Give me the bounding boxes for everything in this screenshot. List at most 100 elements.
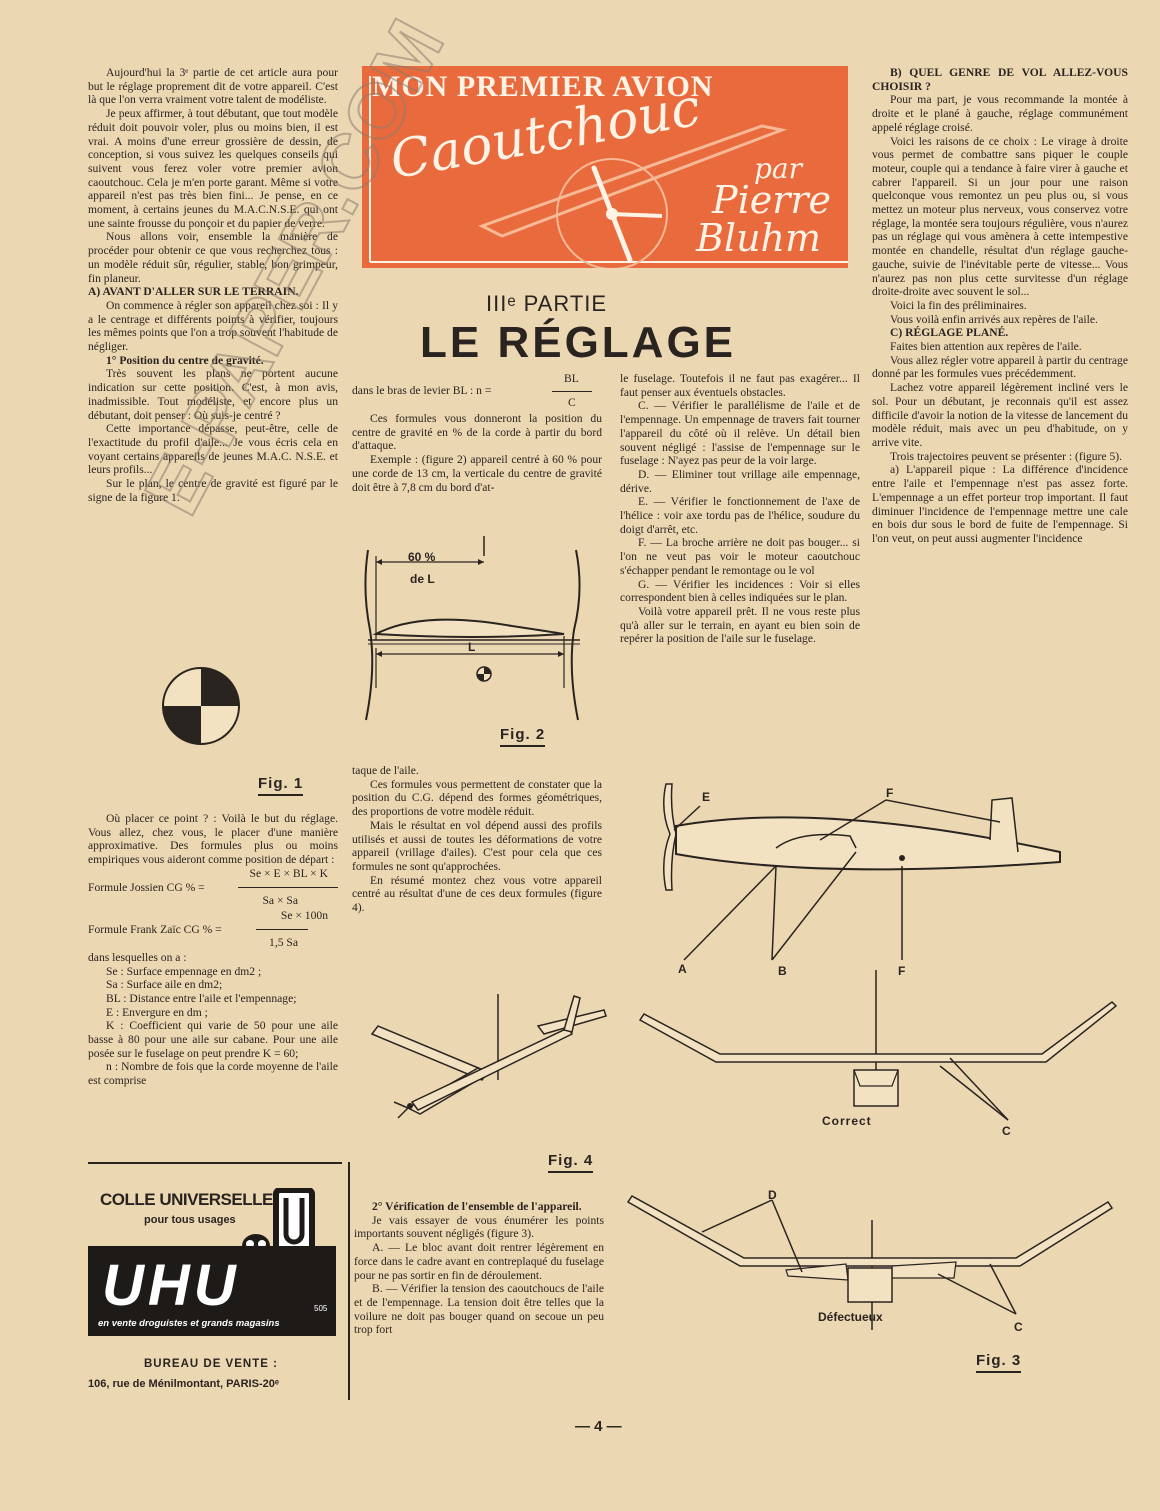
- fig4-label: Fig. 4: [548, 1152, 593, 1173]
- banner-title: MON PREMIER AVION: [372, 70, 714, 103]
- fig3-label-d: D: [768, 1188, 777, 1202]
- formula-frank: Se × 100n Formule Frank Zaïc CG % = 1,5 …: [88, 909, 338, 951]
- fig3-checkpoints-diagram: [626, 783, 1118, 1330]
- ad-top-rule: [88, 1162, 342, 1164]
- paragraph: Voilà votre appareil prêt. Il ne vous re…: [620, 604, 860, 646]
- paragraph: Nous allons voir, ensemble la manière de…: [88, 230, 338, 285]
- ad-office: BUREAU DE VENTE :: [144, 1358, 278, 1370]
- section-heading: 2° Vérification de l'ensemble de l'appar…: [372, 1200, 582, 1213]
- formula-numerator: Se × 100n: [280, 908, 328, 922]
- banner-by: par: [754, 152, 803, 185]
- paragraph: Faites bien attention aux repères de l'a…: [890, 340, 1082, 354]
- paragraph: dans lesquelles on a :: [88, 950, 187, 964]
- paragraph: Cette importance dépasse, peut-être, cel…: [88, 422, 338, 477]
- fig3-defect-caption: Défectueux: [818, 1310, 883, 1324]
- fig3-label-c-top: C: [1002, 1124, 1011, 1138]
- formula-denominator: Sa × Sa: [262, 893, 298, 907]
- fig3-label: Fig. 3: [976, 1352, 1021, 1373]
- paragraph: Très souvent les plans ne portent aucune…: [88, 367, 338, 422]
- fig3-label-f-top: F: [886, 786, 894, 800]
- fig2-wing-profile: [364, 536, 581, 721]
- paragraph: On commence à régler son appareil chez s…: [88, 298, 338, 354]
- ad-code: 505: [314, 1304, 328, 1313]
- section-heading: B) QUEL GENRE DE VOL ALLEZ-VOUS CHOISIR …: [872, 66, 1128, 93]
- ad-tagline: en vente droguistes et grands magasins: [98, 1318, 280, 1329]
- fraction-bar: [238, 886, 338, 888]
- paragraph: le fuselage. Toutefois il ne faut pas ex…: [620, 372, 860, 399]
- paragraph: Pour ma part, je vous recommande la mont…: [872, 93, 1128, 134]
- fig1-label: Fig. 1: [258, 775, 303, 796]
- paragraph: B. — Vérifier la tension des caoutchoucs…: [354, 1282, 604, 1337]
- ad-headline: COLLE UNIVERSELLE: [100, 1190, 273, 1209]
- column-1: Aujourd'hui la 3ᵉ partie de cet article …: [88, 66, 338, 505]
- fig2-pct-label: 60 %: [408, 550, 436, 564]
- paragraph: Lachez votre appareil légèrement incliné…: [872, 381, 1128, 449]
- column-2-bottom: 2° Vérification de l'ensemble de l'appar…: [354, 1200, 604, 1337]
- uhu-advertisement: COLLE UNIVERSELLE pour tous usages UHU 5…: [88, 1162, 342, 1398]
- ad-subline: pour tous usages: [144, 1214, 236, 1226]
- column-2-top: Ces formules vous donneront la position …: [352, 412, 602, 494]
- banner-author-first: Pierre: [712, 178, 832, 222]
- title-banner: MON PREMIER AVION Caoutchouc par Pierre …: [362, 66, 848, 268]
- paragraph: A. — Le bloc avant doit rentrer légèreme…: [354, 1241, 604, 1282]
- paragraph: a) L'appareil pique : La différence d'in…: [872, 463, 1128, 545]
- fig3-label-f-bottom: F: [898, 964, 906, 978]
- paragraph: Aujourd'hui la 3ᵉ partie de cet article …: [88, 66, 338, 107]
- formula-numerator: Se × E × BL × K: [249, 866, 328, 880]
- paragraph: Voici la fin des préliminaires.: [890, 298, 1027, 312]
- formula-denominator: 1,5 Sa: [269, 935, 298, 949]
- fig2-de-l-label: de L: [410, 572, 435, 586]
- paragraph: G. — Vérifier les incidences : Voir si e…: [620, 577, 860, 605]
- lever-formula: dans le bras de levier BL : n = BL C: [352, 372, 602, 409]
- ad-brand: UHU: [102, 1253, 240, 1318]
- definition: E : Envergure en dm ;: [106, 1005, 208, 1019]
- paragraph: Mais le résultat en vol dépend aussi des…: [352, 818, 602, 873]
- paragraph: En résumé montez chez vous votre apparei…: [352, 873, 602, 915]
- paragraph: Ces formules vous donneront la position …: [352, 412, 602, 453]
- paragraph: E. — Vérifier le fonctionnement de l'axe…: [620, 495, 860, 536]
- part-subtitle: IIIᵉ PARTIE: [486, 291, 608, 316]
- formula-denominator: C: [568, 396, 576, 409]
- article-title: LE RÉGLAGE: [420, 318, 737, 367]
- formula-label: Formule Jossien CG % =: [88, 880, 205, 894]
- page-number: — 4 —: [575, 1418, 622, 1435]
- fig3-label-e: E: [702, 790, 711, 804]
- definition: Se : Surface empennage en dm2 ;: [106, 964, 262, 978]
- fig3-label-c-bottom: C: [1014, 1320, 1023, 1334]
- paragraph: D. — Eliminer tout vrillage aile empenna…: [620, 467, 860, 495]
- ad-address: 106, rue de Ménilmontant, PARIS-20ᵉ: [88, 1378, 279, 1390]
- column-4: B) QUEL GENRE DE VOL ALLEZ-VOUS CHOISIR …: [872, 66, 1128, 546]
- formula-numerator: BL: [564, 372, 579, 385]
- paragraph: Vous voilà enfin arrivés aux repères de …: [890, 312, 1098, 326]
- paragraph: Exemple : (figure 2) appareil centré à 6…: [352, 453, 602, 494]
- formula-label: Formule Frank Zaïc CG % =: [88, 922, 222, 936]
- paragraph: Sur le plan, le centre de gravité est fi…: [88, 477, 338, 504]
- fig1-cg-symbol: [162, 667, 240, 745]
- paragraph: Je peux affirmer, à tout débutant, que t…: [88, 107, 338, 230]
- section-heading: 1° Position du centre de gravité.: [106, 353, 264, 367]
- formula-jossien: Se × E × BL × K Formule Jossien CG % = S…: [88, 867, 338, 909]
- fig2-label: Fig. 2: [500, 726, 545, 747]
- banner-author-last: Bluhm: [696, 216, 822, 260]
- fraction-bar: [552, 391, 592, 392]
- fig3-label-b: B: [778, 964, 787, 978]
- fig3-label-a: A: [678, 962, 687, 976]
- banner-artwork: [369, 76, 848, 268]
- paragraph: F. — La broche arrière ne doit pas bouge…: [620, 536, 860, 577]
- paragraph: Voici les raisons de ce choix : Le virag…: [872, 134, 1128, 299]
- column-3: le fuselage. Toutefois il ne faut pas ex…: [620, 372, 860, 646]
- column-1-bottom: Où placer ce point ? : Voilà le but du r…: [88, 812, 338, 1088]
- paragraph: Je vais essayer de vous énumérer les poi…: [354, 1213, 604, 1241]
- paragraph: taque de l'aile.: [352, 764, 419, 777]
- ad-black-panel: UHU 505 en vente droguistes et grands ma…: [88, 1246, 336, 1336]
- definition: n : Nombre de fois que la corde moyenne …: [88, 1060, 338, 1088]
- section-heading: C) RÉGLAGE PLANÉ.: [890, 326, 1009, 340]
- definition: Sa : Surface aile en dm2;: [106, 978, 223, 992]
- fig4-model-plane: [370, 994, 607, 1119]
- paragraph: Ces formules vous permettent de constate…: [352, 777, 602, 819]
- section-heading: A) AVANT D'ALLER SUR LE TERRAIN.: [88, 285, 299, 299]
- fig2-l-label: L: [468, 640, 476, 654]
- paragraph: Trois trajectoires peuvent se présenter …: [890, 449, 1123, 463]
- paragraph: Vous allez régler votre appareil à parti…: [872, 353, 1128, 381]
- column-2-middle: taque de l'aile. Ces formules vous perme…: [352, 764, 602, 915]
